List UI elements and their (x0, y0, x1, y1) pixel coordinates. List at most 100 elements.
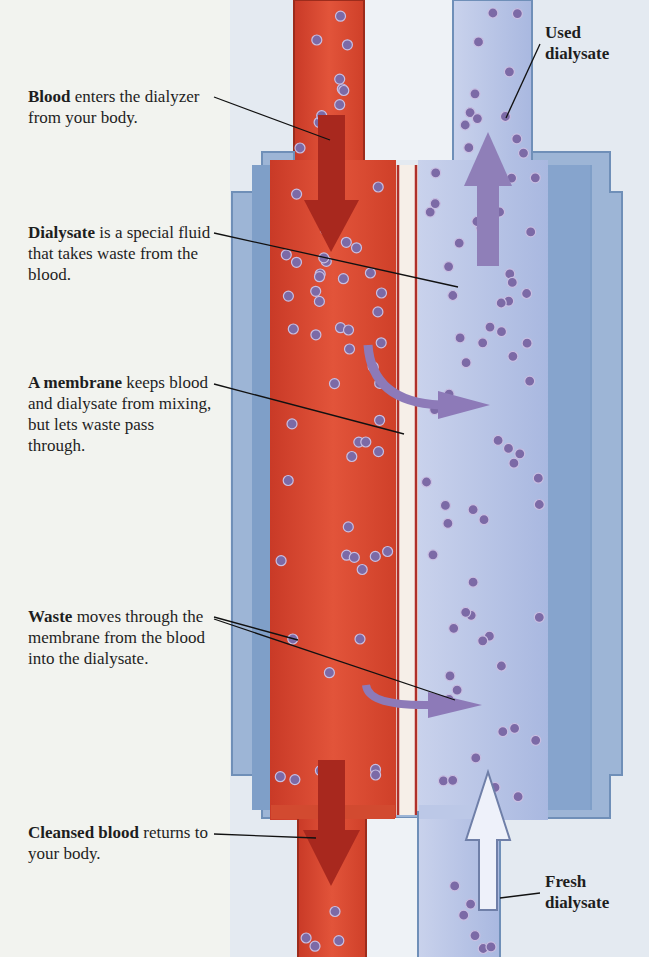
waste-particle (534, 500, 544, 510)
waste-particle (485, 322, 495, 332)
dialysate-channel (418, 160, 548, 820)
waste-particle (531, 735, 541, 745)
callout-label: Used dialysate (545, 22, 643, 64)
tube-gap (365, 818, 418, 957)
waste-particle (478, 338, 488, 348)
waste-particle (365, 268, 375, 278)
waste-particle (448, 775, 458, 785)
waste-particle (478, 636, 488, 646)
waste-particle (479, 515, 489, 525)
waste-particle (513, 792, 523, 802)
waste-particle (349, 552, 359, 562)
waste-particle (373, 182, 383, 192)
callout-label: Cleansed blood returns to your body. (28, 822, 214, 864)
waste-particle (496, 298, 506, 308)
waste-particle (497, 327, 507, 337)
waste-particle (342, 40, 352, 50)
membrane-edge (397, 165, 400, 815)
waste-particle (312, 35, 322, 45)
waste-particle (468, 505, 478, 515)
waste-particle (498, 727, 508, 737)
waste-particle (343, 522, 353, 532)
waste-particle (338, 274, 348, 284)
waste-particle (504, 67, 514, 77)
waste-particle (428, 550, 438, 560)
waste-particle (510, 723, 520, 733)
waste-particle (468, 577, 478, 587)
waste-particle (454, 238, 464, 248)
blood-flow-arrow (303, 760, 360, 886)
waste-particle (430, 199, 440, 209)
callout-label: Fresh dialysate (545, 871, 643, 913)
waste-particle (355, 634, 365, 644)
waste-particle (534, 612, 544, 622)
waste-particle (315, 272, 325, 282)
waste-particle (370, 551, 380, 561)
housing-wall (548, 165, 590, 810)
waste-particle (375, 415, 385, 425)
waste-particles (275, 8, 544, 954)
waste-particle (311, 330, 321, 340)
waste-particle (461, 607, 471, 617)
waste-particle (470, 89, 480, 99)
blood-outlet-tube (298, 812, 366, 957)
waste-particle (281, 250, 291, 260)
waste-particle (341, 237, 351, 247)
waste-particle (512, 134, 522, 144)
waste-particle (377, 288, 387, 298)
waste-particle (335, 74, 345, 84)
waste-particle (287, 419, 297, 429)
blood-flow-arrow (304, 115, 359, 252)
waste-particle (373, 307, 383, 317)
waste-particle (444, 262, 454, 272)
waste-particle (452, 685, 462, 695)
waste-particle (292, 257, 302, 267)
waste-particle (459, 910, 469, 920)
dialysate-flow-arrow (464, 132, 512, 266)
waste-particle (443, 518, 453, 528)
waste-particle (330, 379, 340, 389)
waste-particle (344, 325, 354, 335)
waste-particle (371, 770, 381, 780)
waste-particle (455, 333, 465, 343)
waste-particle (295, 143, 305, 153)
waste-particle (515, 449, 525, 459)
waste-particle (292, 189, 302, 199)
waste-particle (330, 907, 340, 917)
waste-particle (509, 458, 519, 468)
waste-particle (283, 476, 293, 486)
waste-particle (374, 447, 384, 457)
waste-particle (290, 775, 300, 785)
waste-particle (460, 120, 470, 130)
waste-particle (311, 286, 321, 296)
callout-label: Blood enters the dialyzer from your body… (28, 86, 214, 128)
waste-particle (530, 173, 540, 183)
waste-particle (522, 338, 532, 348)
membrane-edge (415, 165, 418, 815)
waste-particle (422, 477, 432, 487)
waste-particle (301, 933, 311, 943)
waste-particle (335, 100, 345, 110)
waste-particle (493, 435, 503, 445)
waste-particle (361, 437, 371, 447)
waste-particle (310, 941, 320, 951)
waste-particle (526, 227, 536, 237)
waste-particle (334, 936, 344, 946)
waste-particle (352, 243, 362, 253)
waste-particle (507, 277, 517, 287)
waste-particle (466, 899, 476, 909)
waste-particle (471, 753, 481, 763)
waste-particle (275, 772, 285, 782)
waste-particle (470, 931, 480, 941)
waste-particle (324, 668, 334, 678)
leader-lines (214, 44, 540, 898)
picture-ground (230, 0, 649, 957)
waste-particle (283, 291, 293, 301)
waste-particle (345, 344, 355, 354)
waste-particle (448, 291, 458, 301)
waste-particle (474, 37, 484, 47)
waste-particle (522, 289, 532, 299)
waste-particle (533, 473, 543, 483)
fresh-dialysate-arrow (466, 772, 510, 910)
